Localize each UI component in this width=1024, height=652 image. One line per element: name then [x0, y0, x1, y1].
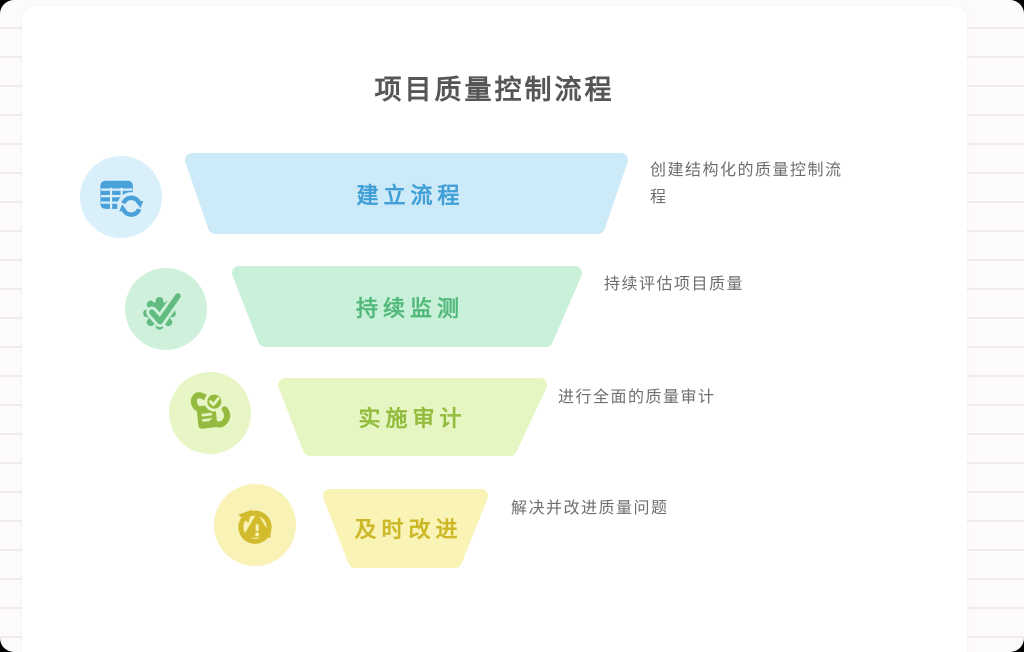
stage3-description: 进行全面的质量审计: [558, 389, 716, 406]
stage4-label: 及时改进: [354, 517, 463, 542]
stage1-description: 创建结构化的质量控制流程: [650, 162, 843, 206]
stage4-description: 解决并改进质量问题: [511, 500, 669, 517]
page-title: 项目质量控制流程: [374, 75, 615, 105]
stage3-icon-circle: [169, 372, 251, 454]
table-sync-icon: [100, 180, 146, 221]
stage2-description: 持续评估项目质量: [604, 276, 745, 293]
content-card: 项目质量控制流程 建立流程 创建结构化的质量控制流程: [22, 6, 967, 652]
stage1-label: 建立流程: [356, 183, 465, 208]
stage3-label: 实施审计: [358, 406, 467, 431]
stage2-label: 持续监测: [355, 296, 464, 321]
stage1-icon-circle: [80, 156, 162, 238]
gear-check-icon: [143, 290, 184, 330]
stage3-funnel-band: [278, 378, 547, 456]
stage4-funnel-band: [323, 489, 488, 568]
stage1-funnel-band: [185, 153, 628, 234]
alert-refresh-icon: [238, 509, 272, 544]
stage4-icon-circle: [214, 484, 296, 566]
stage2-icon-circle: [125, 268, 207, 350]
audit-document-icon: [190, 391, 231, 429]
stage2-funnel-band: [232, 266, 582, 347]
